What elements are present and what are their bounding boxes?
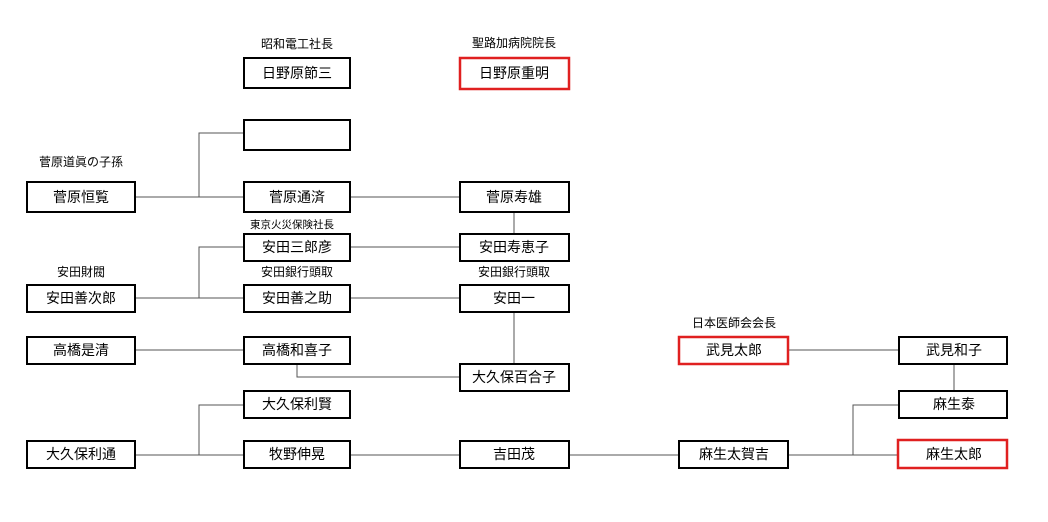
person-name: 大久保利賢 xyxy=(262,397,332,413)
person-name: 菅原恒覧 xyxy=(53,189,109,206)
person-makino-nobuaki: 牧野伸晃 xyxy=(243,440,351,469)
person-name: 牧野伸晃 xyxy=(269,447,325,463)
person-box xyxy=(26,284,136,313)
person-box xyxy=(459,233,570,262)
caption-hinohara-shigeaki: 聖路加病院院長 xyxy=(472,35,556,50)
person-yasuda-zenjiro: 安田善次郎 xyxy=(26,284,136,313)
highlighted-person-box xyxy=(458,56,571,91)
empty-person-box xyxy=(243,119,351,151)
person-box xyxy=(898,336,1008,365)
highlighted-person-box xyxy=(677,335,790,366)
person-box xyxy=(26,440,136,469)
person-sugawara-tsunemi: 菅原恒覧 xyxy=(26,181,136,213)
person-box xyxy=(459,440,570,469)
person-name: 菅原寿雄 xyxy=(486,189,542,206)
person-yasuda-zennosuke: 安田善之助 xyxy=(243,284,351,313)
person-takemi-kazuko: 武見和子 xyxy=(898,336,1008,365)
person-name: 武見太郎 xyxy=(706,343,762,359)
person-box xyxy=(243,181,351,213)
person-okubo-toshikata: 大久保利賢 xyxy=(243,390,351,419)
person-box xyxy=(243,233,351,262)
person-takahashi-wakiko: 高橋和喜子 xyxy=(243,336,351,365)
person-name: 武見和子 xyxy=(926,343,982,359)
person-hinohara-shigeaki: 日野原重明 xyxy=(458,56,571,91)
captions: 昭和電工社長 聖路加病院院長 菅原道眞の子孫 東京火災保険社長 安田財閥 安田銀… xyxy=(39,35,776,330)
caption-yasuda-zennosuke: 安田銀行頭取 xyxy=(261,264,333,279)
person-name: 吉田茂 xyxy=(493,446,535,463)
person-box xyxy=(678,440,789,469)
connector-lines xyxy=(136,132,955,456)
person-yasuda-sueko: 安田寿恵子 xyxy=(459,233,570,262)
person-name: 安田三郎彦 xyxy=(262,240,332,256)
person-boxes: 日野原節三 日野原重明 菅原恒覧 菅原通済 菅原寿雄 安田三郎彦 安田寿恵子 xyxy=(26,56,1009,470)
person-box xyxy=(26,181,136,213)
caption-yasuda-zaibatsu: 安田財閥 xyxy=(57,264,105,279)
person-okubo-yuriko: 大久保百合子 xyxy=(459,363,570,392)
connector-hinohara-setsuzo xyxy=(198,132,244,197)
person-box xyxy=(243,336,351,365)
person-name: 高橋是清 xyxy=(53,342,109,359)
person-box xyxy=(243,57,351,89)
caption-hinohara-setsuzo: 昭和電工社長 xyxy=(261,36,333,51)
person-box xyxy=(898,390,1008,419)
person-yasuda-saburohiko: 安田三郎彦 xyxy=(243,233,351,262)
person-name: 安田寿恵子 xyxy=(479,239,549,256)
person-yoshida-shigeru: 吉田茂 xyxy=(459,440,570,469)
person-name: 大久保利通 xyxy=(46,447,116,463)
person-box xyxy=(243,440,351,469)
person-name: 日野原節三 xyxy=(262,65,332,82)
person-aso-takakichi: 麻生太賀吉 xyxy=(678,440,789,469)
person-takahashi-korekiyo: 高橋是清 xyxy=(26,336,136,365)
person-box xyxy=(243,390,351,419)
person-name: 高橋和喜子 xyxy=(262,342,332,359)
person-sugawara-toshio: 菅原寿雄 xyxy=(459,181,570,213)
person-hinohara-setsuzo: 日野原節三 xyxy=(243,57,351,89)
person-name: 麻生泰 xyxy=(933,397,975,413)
person-yasuda-hajime: 安田一 xyxy=(459,284,570,313)
person-box xyxy=(243,284,351,313)
person-name: 麻生太賀吉 xyxy=(699,447,769,463)
connector-zenjiro-saburohiko xyxy=(198,246,244,298)
caption-sugawara-tsuzumi: 東京火災保険社長 xyxy=(250,218,334,231)
person-name: 安田善之助 xyxy=(262,291,332,307)
person-name: 安田一 xyxy=(493,291,535,307)
person-okubo-toshimichi: 大久保利通 xyxy=(26,440,136,469)
connector-toshimichi-toshikata xyxy=(198,404,244,455)
person-box xyxy=(459,363,570,392)
person-name: 大久保百合子 xyxy=(472,370,556,386)
person-empty xyxy=(243,119,351,151)
highlighted-person-box xyxy=(896,438,1009,470)
person-box xyxy=(459,181,570,213)
person-name: 麻生太郎 xyxy=(926,447,982,463)
caption-sugawara-michizane: 菅原道眞の子孫 xyxy=(39,155,123,169)
person-name: 菅原通済 xyxy=(269,190,325,206)
person-aso-yutaka: 麻生泰 xyxy=(898,390,1008,419)
person-takemi-taro: 武見太郎 xyxy=(677,335,790,366)
person-name: 日野原重明 xyxy=(479,66,549,82)
person-sugawara-tsuzumi: 菅原通済 xyxy=(243,181,351,213)
connector-wakiko-yuriko xyxy=(296,364,459,378)
caption-takemi-taro: 日本医師会会長 xyxy=(692,316,776,330)
person-name: 安田善次郎 xyxy=(46,291,116,307)
connector-aso-yutaka xyxy=(852,404,898,456)
person-aso-taro: 麻生太郎 xyxy=(896,438,1009,470)
person-box xyxy=(26,336,136,365)
caption-yasuda-hajime: 安田銀行頭取 xyxy=(478,264,550,279)
person-box xyxy=(459,284,570,313)
